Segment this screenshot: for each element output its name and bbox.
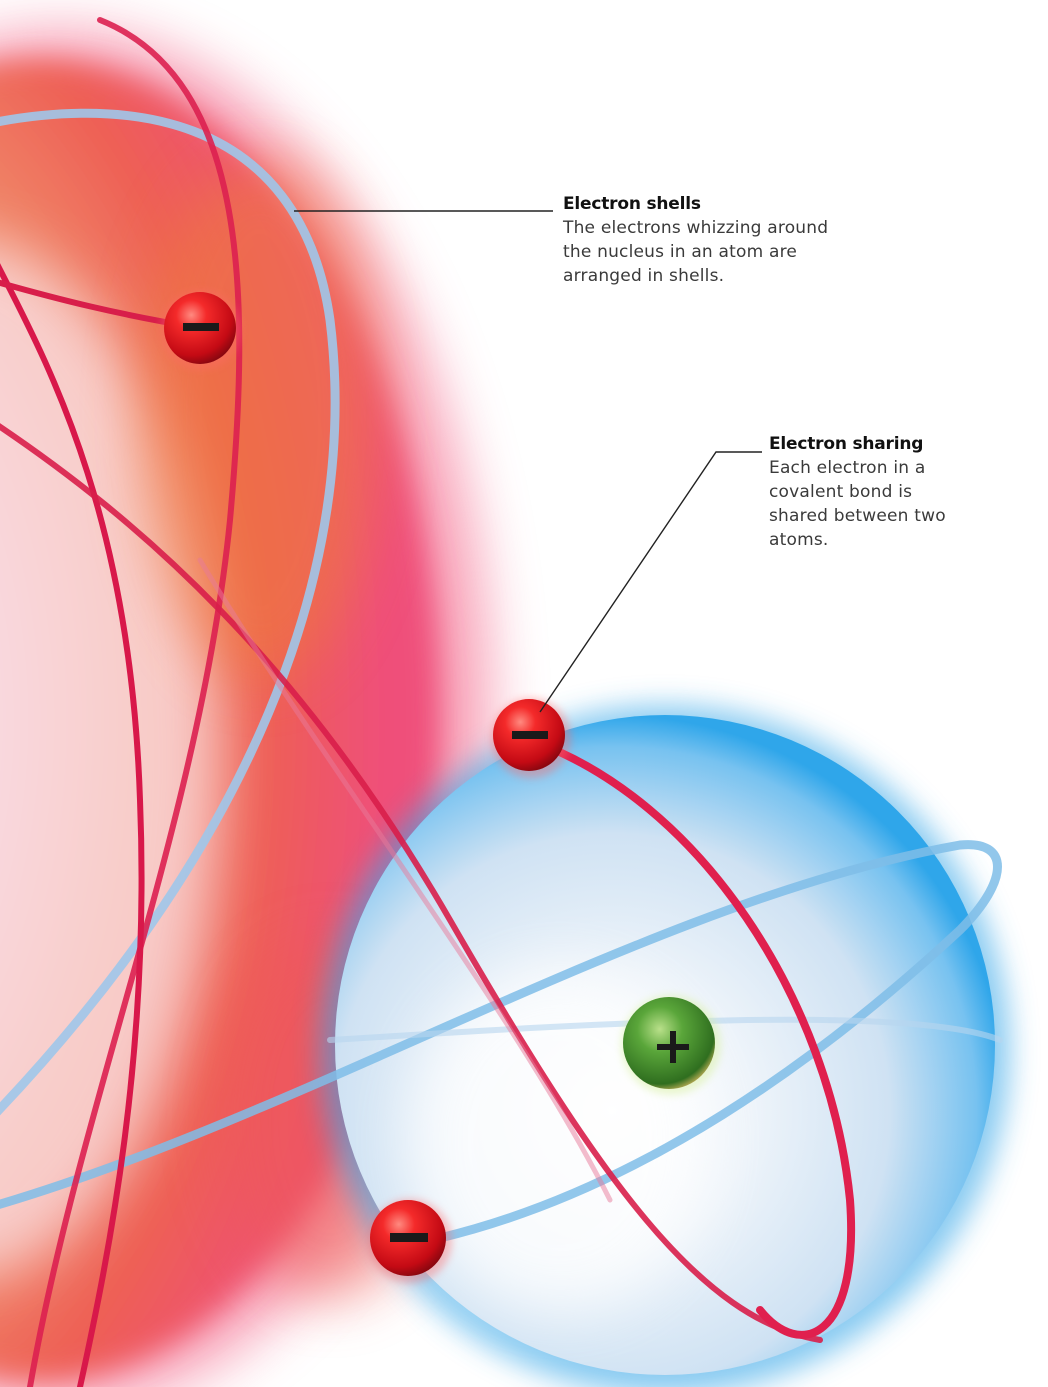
electron-icon	[368, 1199, 452, 1283]
electron-sharing-label: Electron sharing Each electron in a cova…	[769, 432, 969, 552]
electron-sharing-body: Each electron in a covalent bond is shar…	[769, 456, 969, 552]
proton-icon	[621, 995, 721, 1095]
electron-shells-label: Electron shells The electrons whizzing a…	[563, 192, 843, 288]
electron-icon	[491, 698, 571, 778]
electron-shells-title: Electron shells	[563, 192, 843, 216]
electron-icon	[161, 290, 241, 370]
sharing-leader-line	[540, 452, 762, 712]
electron-shells-body: The electrons whizzing around the nucleu…	[563, 216, 843, 288]
electron-sharing-title: Electron sharing	[769, 432, 969, 456]
